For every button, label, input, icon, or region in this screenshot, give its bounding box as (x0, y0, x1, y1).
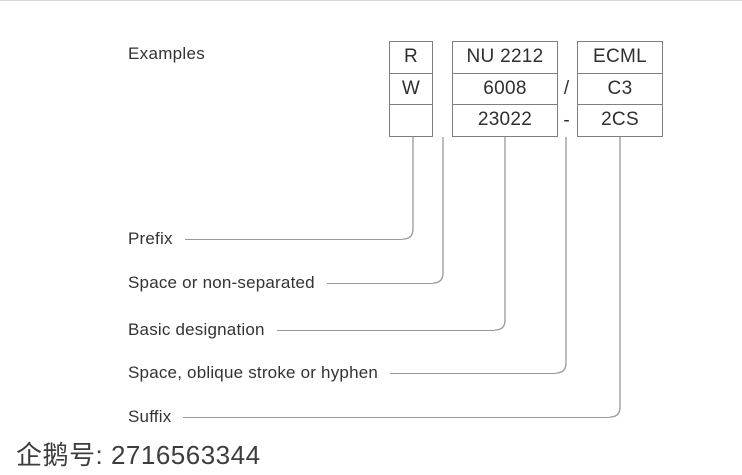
callout-space-or-non-separated-label: Space or non-separated (128, 273, 315, 292)
leader-line (326, 282, 433, 284)
basic-designation-examples-box: NU 2212 6008 23022 (452, 41, 558, 137)
leader-line (184, 238, 403, 240)
suffix-cell: C3 (578, 73, 662, 104)
prefix-cell-empty (390, 104, 432, 135)
penguin-id-watermark: 企鹅号: 2716563344 (16, 440, 261, 470)
suffix-cell: 2CS (578, 104, 662, 135)
callout-prefix: Prefix (128, 227, 403, 251)
examples-label: Examples (128, 44, 206, 63)
basic-designation-cell: 6008 (453, 73, 557, 104)
leader-line-suffix (609, 137, 621, 418)
suffix-cell: ECML (593, 46, 647, 67)
leader-line-space1 (432, 137, 444, 284)
callout-basic-designation: Basic designation (128, 318, 495, 342)
suffix-examples-box: ECML C3 2CS (577, 41, 663, 137)
basic-designation-cell: NU 2212 (466, 46, 544, 67)
leader-line-space2 (555, 137, 567, 374)
basic-designation-cell: 23022 (453, 104, 557, 135)
callout-space-oblique-stroke-or-hyphen-label: Space, oblique stroke or hyphen (128, 363, 379, 382)
callout-space-or-non-separated: Space or non-separated (128, 271, 433, 295)
leader-line-basic (494, 137, 506, 331)
callout-basic-designation-label: Basic designation (128, 320, 265, 339)
prefix-cell: R (403, 46, 419, 67)
leader-line-prefix (402, 137, 414, 240)
prefix-examples-box: R W (389, 41, 433, 137)
callout-suffix-label: Suffix (128, 407, 172, 426)
hyphen-separator: - (563, 110, 570, 131)
leader-line (276, 329, 495, 331)
oblique-stroke-separator: / (563, 78, 570, 99)
callout-suffix: Suffix (128, 405, 610, 429)
prefix-cell: W (390, 73, 432, 104)
leader-line (390, 372, 556, 374)
callout-prefix-label: Prefix (128, 229, 173, 248)
leader-line (183, 416, 610, 418)
callout-space-oblique-stroke-or-hyphen: Space, oblique stroke or hyphen (128, 361, 556, 385)
